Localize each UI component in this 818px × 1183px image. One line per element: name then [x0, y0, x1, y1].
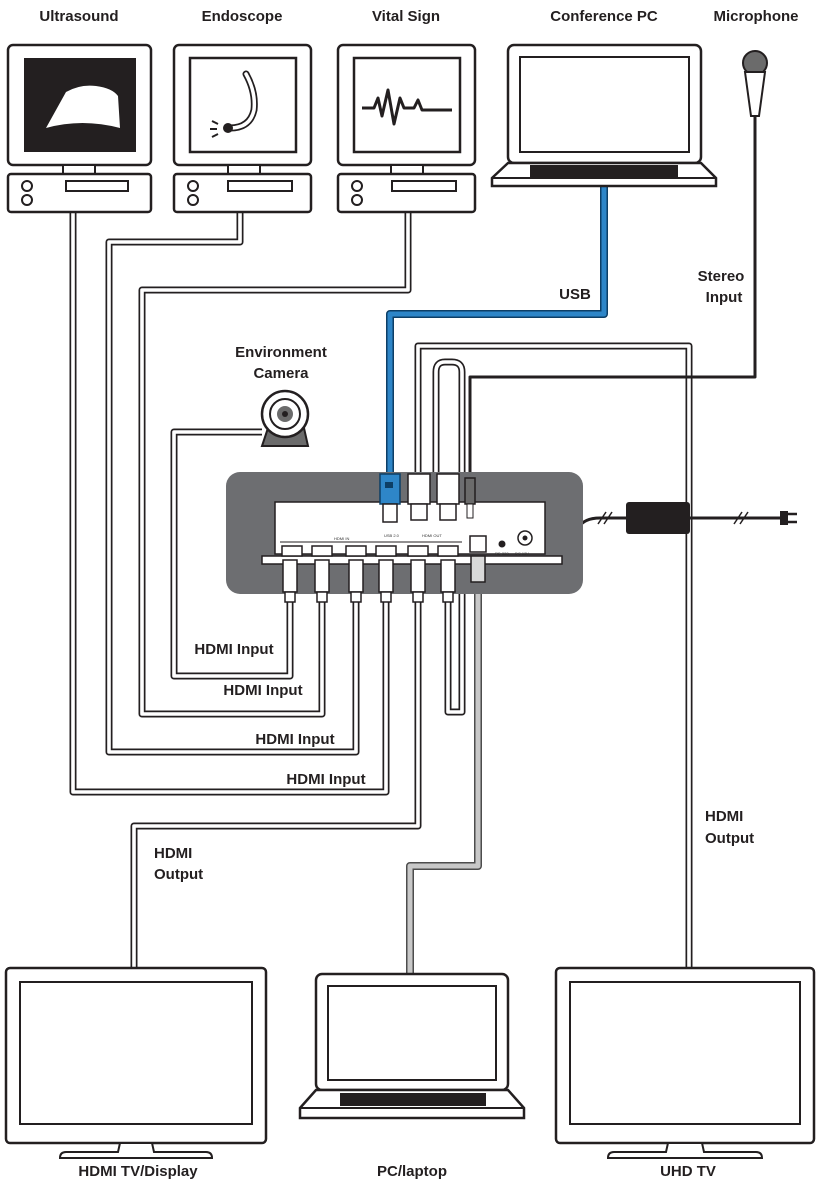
label-hdmi-input-3: HDMI Input	[255, 731, 334, 748]
cable-usb-pc	[386, 186, 608, 478]
hdmi-in-port-3	[345, 545, 367, 557]
panel-label-dc: DC 12V	[515, 551, 529, 556]
ultrasound-device	[6, 43, 153, 214]
label-uhd-tv: UHD TV	[660, 1163, 716, 1180]
label-usb: USB	[559, 286, 591, 303]
hdmi-in-port-2	[311, 545, 333, 557]
label-microphone: Microphone	[714, 8, 799, 25]
hdmi-out-port-bottom-2	[437, 545, 459, 557]
labels: Ultrasound Endoscope Vital Sign Conferen…	[39, 8, 798, 1180]
bottom-plugs	[282, 555, 486, 603]
heartbeat-icon	[362, 88, 452, 126]
lan-plug	[470, 555, 486, 583]
pc-laptop-device	[298, 972, 526, 1120]
hdmi-out-port-bottom	[407, 545, 429, 557]
cable-mic-audio	[468, 125, 757, 478]
usb-plug	[379, 473, 401, 505]
vital-sign-device	[336, 43, 477, 214]
label-ultrasound: Ultrasound	[39, 8, 118, 25]
label-hdmi-input-4: HDMI Input	[286, 771, 365, 788]
label-camera-1: Environment	[235, 344, 327, 361]
hdmi-out-plug-top-2	[436, 473, 460, 505]
label-conference-pc: Conference PC	[550, 8, 658, 25]
label-vital-sign: Vital Sign	[372, 8, 440, 25]
panel-label-hdmi-in: HDMI IN	[334, 536, 349, 541]
endoscope-device	[172, 43, 313, 214]
rs232-port	[498, 540, 506, 548]
conference-pc-laptop	[490, 43, 718, 188]
label-camera-2: Camera	[253, 365, 309, 382]
hdmi-tv-display	[4, 966, 268, 1159]
label-endoscope: Endoscope	[202, 8, 283, 25]
label-pc-laptop: PC/laptop	[377, 1163, 447, 1180]
uhd-tv-display	[554, 966, 816, 1159]
keyboard-icon	[340, 1093, 486, 1106]
hdmi-in-port-1	[281, 545, 303, 557]
panel-label-rs232: RS-232	[495, 551, 509, 556]
cable-vitalsign-hdmi	[138, 212, 412, 718]
label-hdmi-output-right-1: HDMI	[705, 808, 743, 825]
panel-label-usb: USB 2.0	[384, 533, 400, 538]
label-hdmi-input-1: HDMI Input	[194, 641, 273, 658]
panel-label-hdmi-out: HDMI OUT	[422, 533, 442, 538]
label-hdmi-output-left-2: Output	[154, 866, 203, 883]
cables	[69, 125, 780, 976]
top-plugs	[379, 473, 476, 523]
environment-camera	[260, 389, 310, 447]
power-adapter	[626, 502, 797, 534]
ultrasound-image-icon	[46, 85, 120, 128]
label-hdmi-output-right-2: Output	[705, 830, 754, 847]
label-hdmi-output-left-1: HDMI	[154, 845, 192, 862]
label-hdmi-input-2: HDMI Input	[223, 682, 302, 699]
label-stereo-input-2: Input	[706, 289, 743, 306]
audio-plug	[464, 477, 476, 505]
hdmi-out-plug-top	[407, 473, 431, 505]
lan-port	[469, 535, 487, 553]
label-hdmi-tv: HDMI TV/Display	[78, 1163, 198, 1180]
switcher-unit: HDMI IN USB 2.0 HDMI OUT RS-232 DC 12V	[226, 472, 583, 594]
keyboard-icon	[530, 165, 678, 177]
hdmi-in-port-4	[375, 545, 397, 557]
microphone-device	[742, 50, 768, 126]
label-stereo-input-1: Stereo	[698, 268, 745, 285]
